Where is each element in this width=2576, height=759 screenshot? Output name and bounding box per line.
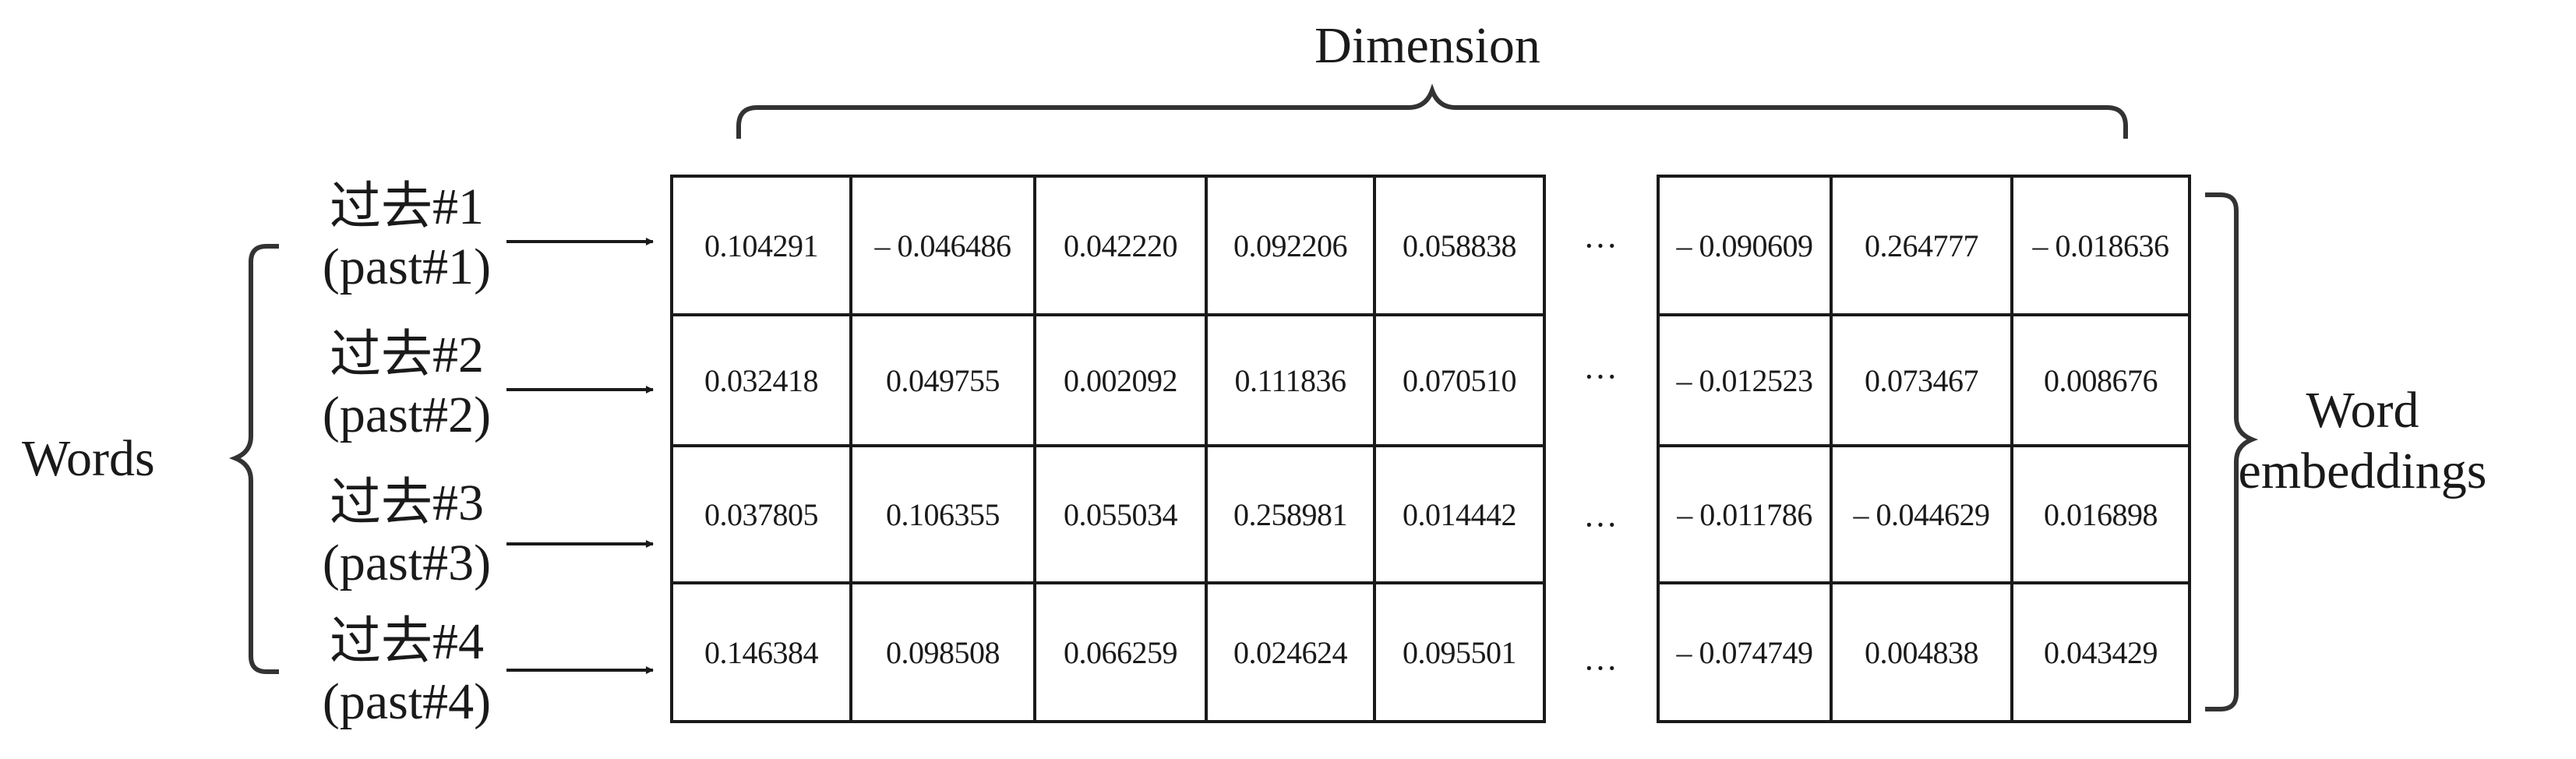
matrix-cell: 0.264777 — [1830, 175, 2013, 316]
matrix-cell: 0.024624 — [1205, 581, 1376, 723]
word-label-1: 过去#1 (past#1) — [305, 178, 508, 297]
matrix-cell: 0.111836 — [1205, 313, 1376, 447]
matrix-cell: – 0.012523 — [1657, 313, 1833, 447]
dimension-brace — [736, 83, 2128, 139]
matrix-cell: – 0.044629 — [1830, 444, 2013, 584]
matrix-cell: – 0.074749 — [1657, 581, 1833, 723]
matrix-cell: – 0.011786 — [1657, 444, 1833, 584]
word-label-zh: 过去#1 — [330, 178, 484, 235]
matrix-cell: 0.008676 — [2010, 313, 2191, 447]
matrix-cell: – 0.018636 — [2010, 175, 2191, 316]
word-label-en: (past#1) — [322, 238, 492, 295]
words-brace — [228, 244, 279, 674]
matrix-cell: 0.037805 — [670, 444, 852, 584]
embeddings-label: Word embeddings — [2239, 380, 2487, 502]
matrix-cell: – 0.046486 — [849, 175, 1036, 316]
ellipsis-row-3: ··· — [1583, 506, 1618, 544]
matrix-cell: – 0.090609 — [1657, 175, 1833, 316]
matrix-row: 0.146384 0.098508 0.066259 0.024624 0.09… — [670, 581, 1546, 723]
word-label-4: 过去#4 (past#4) — [305, 612, 508, 732]
matrix-cell: 0.002092 — [1033, 313, 1208, 447]
ellipsis-row-2: ··· — [1583, 358, 1618, 396]
dimension-title: Dimension — [1314, 17, 1540, 74]
word-label-3: 过去#3 (past#3) — [305, 474, 508, 593]
matrix-cell: 0.058838 — [1373, 175, 1546, 316]
matrix-cell: 0.106355 — [849, 444, 1036, 584]
matrix-cell: 0.066259 — [1033, 581, 1208, 723]
matrix-cell: 0.032418 — [670, 313, 852, 447]
word-label-en: (past#3) — [322, 534, 492, 591]
matrix-row: – 0.074749 0.004838 0.043429 — [1657, 581, 2191, 723]
matrix-cell: 0.043429 — [2010, 581, 2191, 723]
matrix-cell: 0.146384 — [670, 581, 852, 723]
matrix-row: – 0.012523 0.073467 0.008676 — [1657, 313, 2191, 447]
ellipsis-row-1: ··· — [1583, 227, 1618, 265]
matrix-cell: 0.070510 — [1373, 313, 1546, 447]
matrix-cell: 0.055034 — [1033, 444, 1208, 584]
embedding-matrix-left: 0.104291 – 0.046486 0.042220 0.092206 0.… — [670, 175, 1546, 723]
matrix-row: 0.032418 0.049755 0.002092 0.111836 0.07… — [670, 313, 1546, 447]
word-label-en: (past#4) — [322, 673, 492, 730]
matrix-cell: 0.258981 — [1205, 444, 1376, 584]
word-label-en: (past#2) — [322, 386, 492, 443]
word-label-zh: 过去#3 — [330, 475, 484, 531]
words-label: Words — [22, 430, 155, 487]
word-label-zh: 过去#4 — [330, 613, 484, 670]
embeddings-label-line2: embeddings — [2238, 442, 2487, 500]
embeddings-brace — [2205, 192, 2259, 711]
matrix-cell: 0.095501 — [1373, 581, 1546, 723]
matrix-cell: 0.104291 — [670, 175, 852, 316]
matrix-cell: 0.049755 — [849, 313, 1036, 447]
matrix-cell: 0.004838 — [1830, 581, 2013, 723]
word-label-zh: 过去#2 — [330, 327, 484, 383]
matrix-cell: 0.014442 — [1373, 444, 1546, 584]
matrix-cell: 0.042220 — [1033, 175, 1208, 316]
matrix-cell: 0.073467 — [1830, 313, 2013, 447]
matrix-row: – 0.011786 – 0.044629 0.016898 — [1657, 444, 2191, 584]
embeddings-label-line1: Word — [2306, 382, 2419, 439]
word-label-2: 过去#2 (past#2) — [305, 326, 508, 445]
matrix-row: 0.104291 – 0.046486 0.042220 0.092206 0.… — [670, 175, 1546, 316]
ellipsis-row-4: ··· — [1583, 649, 1618, 687]
matrix-cell: 0.098508 — [849, 581, 1036, 723]
embedding-matrix-right: – 0.090609 0.264777 – 0.018636 – 0.01252… — [1657, 175, 2191, 723]
matrix-row: – 0.090609 0.264777 – 0.018636 — [1657, 175, 2191, 316]
matrix-row: 0.037805 0.106355 0.055034 0.258981 0.01… — [670, 444, 1546, 584]
matrix-cell: 0.016898 — [2010, 444, 2191, 584]
matrix-cell: 0.092206 — [1205, 175, 1376, 316]
